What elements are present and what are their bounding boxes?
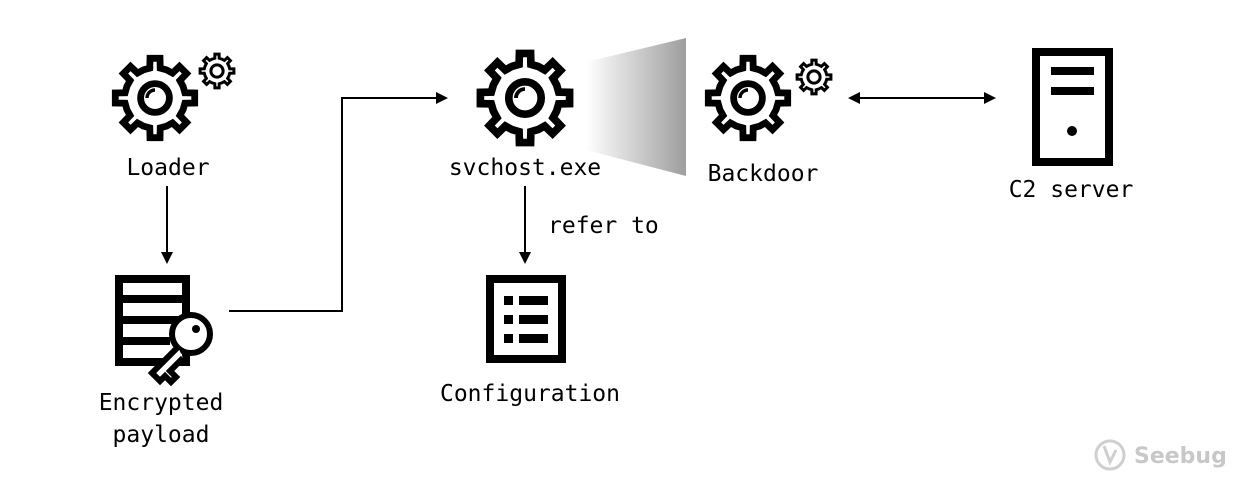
gear-hub: [730, 80, 766, 116]
document-list-icon: [486, 275, 566, 363]
server-icon: [1032, 48, 1113, 166]
gear-hub-highlight: [145, 88, 156, 99]
loader-gear-icon: [111, 52, 236, 142]
seebug-watermark: Seebug: [1134, 444, 1227, 469]
c2-label: C2 server: [1009, 177, 1134, 203]
backdoor-label: Backdoor: [708, 161, 819, 187]
edge-refer-to-label: refer to: [548, 213, 659, 239]
gear-hub: [209, 63, 225, 79]
gear-hub: [504, 77, 546, 119]
edge-payload-to-svchost: [229, 92, 448, 312]
backdoor-gear-icon: [704, 54, 833, 142]
svchost-gear-icon: [476, 49, 574, 147]
injection-beam: [586, 38, 686, 176]
seebug-logo-icon: [1094, 439, 1126, 471]
database-key-icon: [115, 275, 213, 387]
payload-label-line2: payload: [113, 422, 210, 448]
gear-hub: [137, 80, 173, 116]
gear-hub-highlight: [738, 88, 749, 99]
gear-hub: [806, 69, 822, 85]
loader-label: Loader: [126, 155, 209, 181]
config-label: Configuration: [440, 381, 620, 407]
svchost-label: svchost.exe: [449, 155, 601, 181]
payload-label-line1: Encrypted: [99, 390, 224, 416]
gear-hub-highlight: [514, 87, 526, 99]
